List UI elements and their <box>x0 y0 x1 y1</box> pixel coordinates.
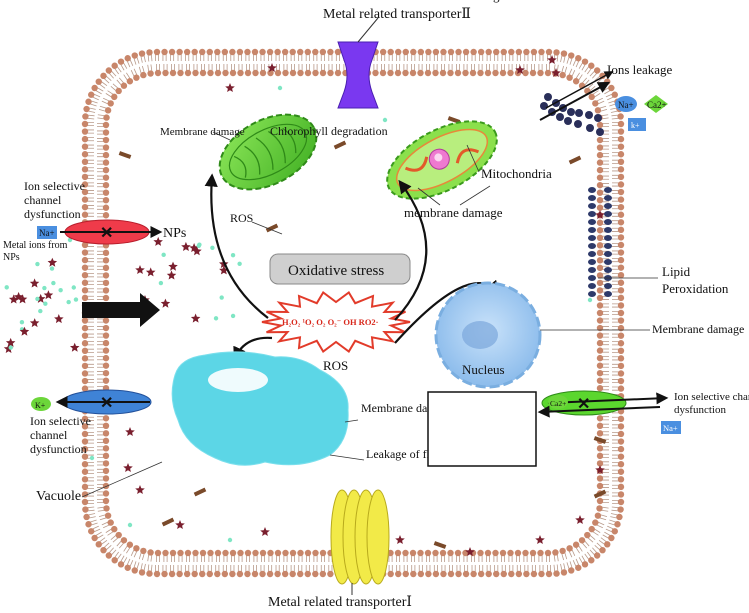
svg-text:✕: ✕ <box>100 395 113 412</box>
ion-ca-top-right: Ca2+ <box>644 95 668 113</box>
transporter-top-label: Metal related transporterⅡ <box>323 7 471 22</box>
chlorophyll-degradation-label: Chlorophyll degradation <box>270 124 388 138</box>
mito-membrane-damage-label: membrane damage <box>404 205 503 220</box>
ion-na-top-right: Na+ <box>615 96 637 112</box>
nps-label: NPs <box>163 226 186 241</box>
ion-channel-red: ✕ <box>60 219 163 245</box>
svg-text:✕: ✕ <box>577 396 590 413</box>
svg-text:K+: K+ <box>35 401 46 410</box>
mitochondria-label: Mitochondria <box>481 166 552 181</box>
lipid-peroxidation-label: Lipid Peroxidation <box>662 264 729 296</box>
dna-box-label: DNA mutation +Defence geneactivation <box>442 0 522 3</box>
ion-k-left: K+ <box>31 397 51 411</box>
metal-transporter-2 <box>337 17 379 109</box>
ion-leakage-pore <box>539 71 614 136</box>
ion-na-left: Na+ <box>37 226 57 239</box>
svg-text:Ca2+: Ca2+ <box>647 100 667 110</box>
mitochondrion <box>386 120 498 200</box>
metal-transporter-1 <box>330 489 390 595</box>
vacuole-label: Vacuole <box>36 489 81 504</box>
svg-text:k+: k+ <box>631 121 640 130</box>
svg-text:✕: ✕ <box>100 225 113 242</box>
ros-center-label: ROS <box>323 358 348 373</box>
ion-na-right: Na+ <box>661 421 681 434</box>
transporter-bottom-label: Metal related transporterⅠ <box>268 595 412 610</box>
nucleus <box>434 281 542 389</box>
svg-text:Na+: Na+ <box>663 423 678 433</box>
oxidative-stress-box <box>269 253 411 285</box>
ions-leakage-label: Ions leakage <box>607 62 673 77</box>
nucleus-label: Nucleus <box>462 362 505 377</box>
ros-formula: H₂O₂ ¹O₂ O₂ O₂⁻ OH RO2· <box>282 317 379 327</box>
ros-burst: H₂O₂ ¹O₂ O₂ O₂⁻ OH RO2· <box>261 291 411 353</box>
leakage-of-fluid-label: Leakage of fluid <box>366 447 445 461</box>
ion-ca-right: Ca2+ <box>548 395 568 409</box>
oxidative-stress-label: Oxidative stress <box>288 263 384 279</box>
nucleus-membrane-damage-label: Membrane damage <box>652 322 744 336</box>
ion-k-top-right: k+ <box>628 118 646 131</box>
svg-text:Ca2+: Ca2+ <box>550 399 566 408</box>
svg-text:Na+: Na+ <box>618 100 634 110</box>
dna-mutation-box <box>427 391 537 467</box>
svg-text:Na+: Na+ <box>39 228 55 238</box>
np-entry-arrow <box>82 293 160 327</box>
ros-upper-label: ROS <box>230 211 253 225</box>
ion-channel-blue: ✕ <box>55 389 152 415</box>
chloroplast <box>218 113 318 191</box>
chloro-membrane-damage-label: Membrane damage <box>160 126 245 138</box>
vacuole <box>171 351 349 466</box>
